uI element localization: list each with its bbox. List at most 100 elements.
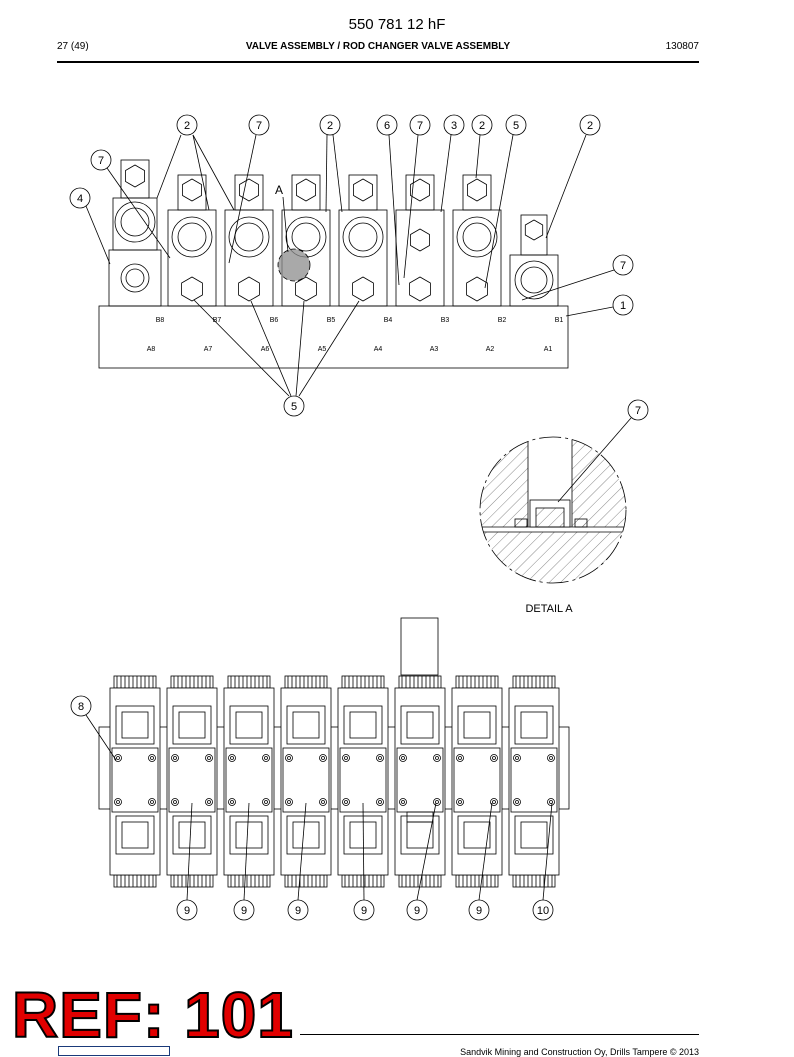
port-hex: [409, 276, 431, 302]
knurled-cap: [170, 675, 214, 689]
bolt-head: [433, 754, 441, 762]
bolt-center: [401, 800, 405, 804]
solenoid-coil: [400, 815, 440, 855]
callout-circle: [176, 899, 198, 921]
solenoid-coil: [172, 705, 212, 745]
leader-line: [298, 300, 360, 397]
bolt-head: [171, 798, 179, 806]
solenoid-nut: [114, 201, 156, 243]
port-label-a: A4: [374, 346, 383, 353]
bolt-head: [513, 754, 521, 762]
leader-line: [332, 134, 343, 213]
knurled-cap: [455, 675, 499, 689]
leader-line: [228, 134, 257, 264]
leader-line: [521, 269, 615, 301]
callout-circle: [248, 114, 270, 136]
leader-line: [545, 134, 587, 239]
valve-body: [167, 209, 217, 307]
detail-a-view: [479, 436, 627, 584]
valve-stem: [234, 174, 264, 211]
bolt-center: [321, 756, 325, 760]
solenoid-coil: [115, 815, 155, 855]
bolt-head: [262, 798, 270, 806]
bolt-head: [148, 754, 156, 762]
bolt-center: [207, 800, 211, 804]
bolt-center: [116, 756, 120, 760]
valve-body: [394, 687, 446, 876]
callout: 7: [98, 155, 104, 167]
solenoid-coil: [400, 705, 440, 745]
callout: 7: [256, 120, 262, 132]
detail-a-label: A: [275, 183, 283, 197]
knurled-cap: [512, 874, 556, 888]
solenoid-coil: [514, 815, 554, 855]
valve-stem: [462, 174, 492, 211]
leader-line: [106, 167, 171, 259]
port-label-a: A7: [204, 346, 213, 353]
valve-body: [338, 209, 388, 307]
solenoid-core: [463, 711, 491, 739]
bolt-head: [228, 754, 236, 762]
hex-cap: [410, 178, 430, 202]
hex-cap: [125, 164, 145, 188]
bolt-head: [285, 754, 293, 762]
valve-plate: [510, 747, 558, 813]
solenoid-coil: [514, 705, 554, 745]
callout-circle: [376, 114, 398, 136]
valve-plate: [168, 747, 216, 813]
valve-stem: [291, 174, 321, 211]
valve-body: [395, 209, 445, 307]
valve-plate: [453, 747, 501, 813]
port-label-a: A8: [147, 346, 156, 353]
knurled-cap: [398, 675, 442, 689]
callout: 3: [451, 120, 457, 132]
callout-circle: [612, 254, 634, 276]
copyright-text: Sandvik Mining and Construction Oy, Dril…: [460, 1047, 699, 1057]
callout-circle: [353, 899, 375, 921]
leader-line: [193, 299, 290, 397]
valve-plate: [111, 747, 159, 813]
bolt-head: [171, 754, 179, 762]
ref-stamp: REF: 101: [11, 979, 294, 1051]
leader-line: [362, 802, 365, 901]
solenoid-nut: [514, 260, 554, 300]
callout-circle: [69, 187, 91, 209]
solenoid-core: [121, 711, 149, 739]
leader-line: [484, 134, 514, 289]
solenoid-coil: [457, 705, 497, 745]
hex-cap: [182, 178, 202, 202]
solenoid-nut-inner: [520, 266, 548, 294]
solenoid-coil: [229, 705, 269, 745]
bolt-center: [230, 800, 234, 804]
solenoid-nut: [228, 216, 270, 258]
port-label-a: A2: [486, 346, 495, 353]
callout: 5: [513, 120, 519, 132]
solenoid-core: [292, 821, 320, 849]
bolt-center: [492, 800, 496, 804]
bolt-center: [264, 756, 268, 760]
bolt-head: [342, 754, 350, 762]
valve-body: [166, 687, 218, 876]
solenoid-core: [121, 821, 149, 849]
leader-line: [416, 802, 437, 901]
leader-line: [557, 417, 632, 503]
valve-body: [452, 209, 502, 307]
leader-line: [403, 134, 419, 279]
port-label-b: B7: [213, 317, 222, 324]
bolt-center: [435, 756, 439, 760]
leader-line: [192, 134, 235, 211]
valve-body: [109, 687, 161, 876]
solenoid-coil: [343, 705, 383, 745]
callout: 7: [635, 405, 641, 417]
callout-circle: [70, 695, 92, 717]
bolt-center: [116, 800, 120, 804]
bolt-center: [378, 756, 382, 760]
hex-cap: [467, 178, 487, 202]
solenoid-core: [235, 711, 263, 739]
bolt-center: [207, 756, 211, 760]
knurled-cap: [284, 675, 328, 689]
knurled-cap: [227, 874, 271, 888]
solenoid-coil: [457, 815, 497, 855]
